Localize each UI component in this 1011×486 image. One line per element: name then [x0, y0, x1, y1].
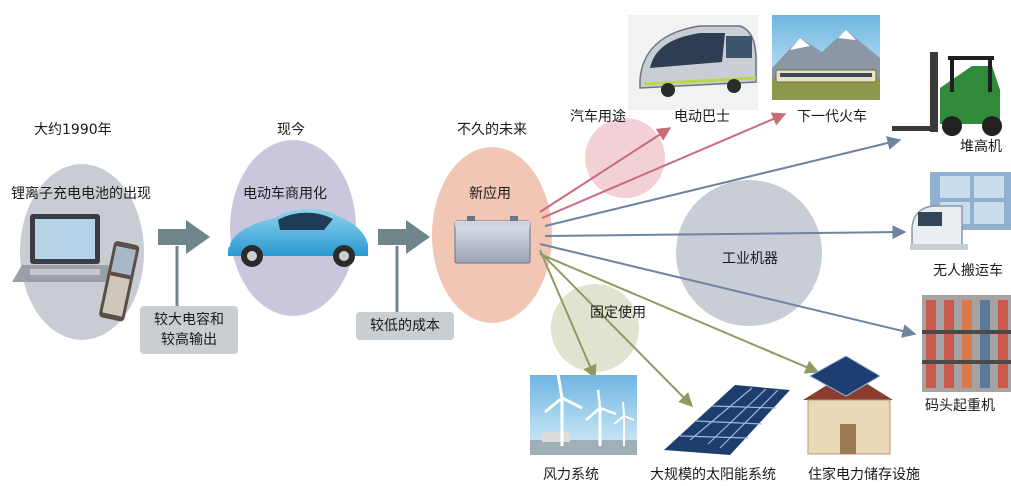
- progress-arrow-2: [378, 220, 430, 254]
- battery-appearance-label: 锂离子充电电池的出现: [11, 186, 151, 202]
- harbor-crane-label: 码头起重机: [925, 398, 995, 414]
- low-cost-callout: 较低的成本: [356, 312, 454, 340]
- electric-bus-label: 电动巴士: [674, 109, 730, 125]
- era-future-label: 不久的未来: [457, 122, 527, 138]
- forklift-photo: [892, 52, 1002, 136]
- train-photo: [772, 15, 880, 100]
- era-present-label: 现今: [277, 122, 305, 138]
- solar-array-photo: [664, 385, 790, 455]
- arrow-to-agv: [544, 225, 907, 240]
- arrow-to-wind: [539, 249, 597, 380]
- arrow-to-solar: [539, 251, 693, 407]
- agv-photo: [910, 172, 1011, 250]
- mobile-phone-icon: [99, 241, 140, 322]
- solar-label: 大规模的太阳能系统: [650, 467, 776, 483]
- arrow-to-bus: [539, 127, 672, 213]
- low-cost-callout-text: 较低的成本: [370, 318, 440, 334]
- automotive-category-label: 汽车用途: [570, 109, 626, 125]
- agv-label: 无人搬运车: [933, 263, 1003, 279]
- industrial-category-label: 工业机器: [722, 251, 778, 267]
- capacity-callout-line1: 较大电容和: [154, 312, 224, 328]
- arrow-to-forklift: [544, 136, 902, 227]
- arrow-to-crane: [539, 243, 917, 338]
- next-train-label: 下一代火车: [797, 109, 867, 125]
- battery-icon: [454, 216, 531, 264]
- wind-power-label: 风力系统: [543, 467, 599, 483]
- ev-commercial-label: 电动车商用化: [243, 186, 327, 202]
- stationary-category-label: 固定使用: [590, 305, 646, 321]
- electric-bus-photo: [628, 15, 758, 110]
- new-application-label: 新应用: [469, 186, 511, 202]
- arrow-to-train: [541, 112, 787, 219]
- progress-arrow-1: [158, 220, 210, 254]
- arrow-to-home: [539, 253, 820, 374]
- laptop-icon: [12, 214, 118, 282]
- era-past-label: 大约1990年: [34, 122, 112, 138]
- harbor-crane-photo: [922, 295, 1011, 392]
- home-storage-label: 住家电力储存设施: [808, 467, 920, 483]
- industrial-bubble: [676, 180, 822, 326]
- wind-turbines-photo: [530, 373, 637, 455]
- capacity-callout: 较大电容和 较高输出: [140, 306, 238, 354]
- capacity-callout-line2: 较高输出: [161, 332, 217, 348]
- house-photo: [803, 355, 893, 455]
- electric-car-icon: [207, 208, 368, 267]
- stationary-bubble: [551, 284, 639, 372]
- forklift-label: 堆高机: [960, 139, 1002, 155]
